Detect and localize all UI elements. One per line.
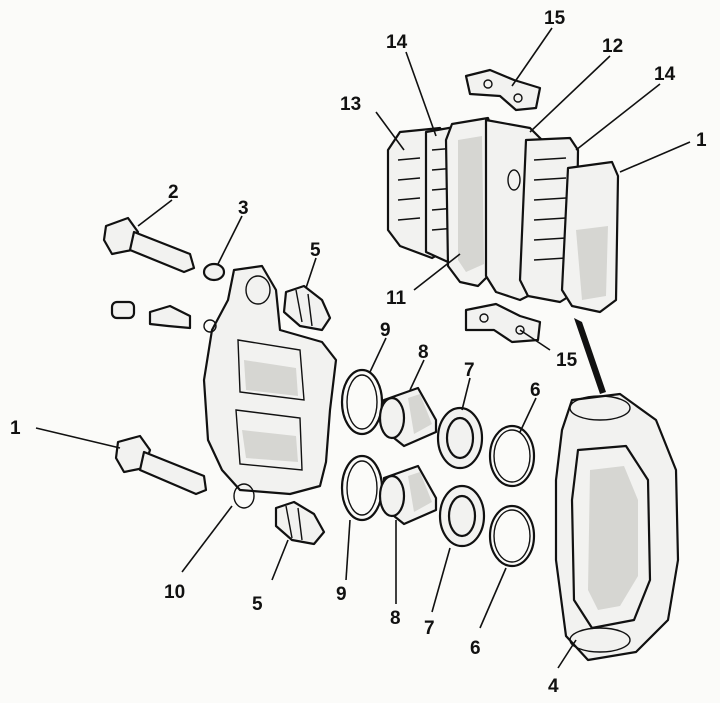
piston-boot-bottom	[438, 484, 486, 548]
callout-8-bottom: 8	[390, 608, 401, 629]
callout-5-top: 5	[310, 240, 321, 261]
piston-seal-top	[340, 368, 384, 436]
callout-14-left: 14	[386, 32, 408, 53]
callout-1-left: 1	[10, 418, 21, 439]
callout-9-top: 9	[380, 320, 391, 341]
piston-top	[378, 386, 438, 448]
piston-seal-bottom	[340, 454, 384, 522]
callout-4: 4	[548, 676, 559, 697]
piston-bottom	[378, 464, 438, 526]
callout-2: 2	[168, 182, 179, 203]
guide-bolt-2	[102, 216, 196, 274]
guide-bolt-1	[114, 434, 208, 496]
callout-7-top: 7	[464, 360, 475, 381]
callout-12: 12	[602, 36, 623, 57]
piston-boot-top	[436, 406, 484, 470]
callout-8-top: 8	[418, 342, 429, 363]
callout-7-bottom: 7	[424, 618, 435, 639]
callout-1-right: 1	[696, 130, 707, 151]
callout-13: 13	[340, 94, 361, 115]
retaining-ring-top	[488, 424, 536, 488]
callout-15-bottom: 15	[556, 350, 578, 371]
guide-boot-top	[282, 284, 332, 332]
callout-11: 11	[386, 288, 407, 309]
anti-rattle-spring-bottom	[464, 302, 542, 344]
callout-6-top: 6	[530, 380, 541, 401]
callout-5-bottom: 5	[252, 594, 263, 615]
callout-3: 3	[238, 198, 249, 219]
bleeder-screw	[110, 300, 192, 330]
assembly-arrow	[574, 318, 606, 394]
callout-10: 10	[164, 582, 185, 603]
guide-boot-bottom	[274, 500, 326, 546]
brake-pads-assembly	[386, 116, 620, 314]
leader-lines	[35, 27, 691, 669]
anti-rattle-spring-top	[464, 68, 542, 112]
sleeve-3	[202, 262, 226, 282]
callout-15-top: 15	[544, 8, 566, 29]
retaining-ring-bottom	[488, 504, 536, 568]
callout-6-bottom: 6	[470, 638, 481, 659]
carrier-bracket	[554, 392, 680, 662]
callout-14-right: 14	[654, 64, 676, 85]
callout-9-bottom: 9	[336, 584, 347, 605]
caliper-housing	[202, 264, 338, 509]
